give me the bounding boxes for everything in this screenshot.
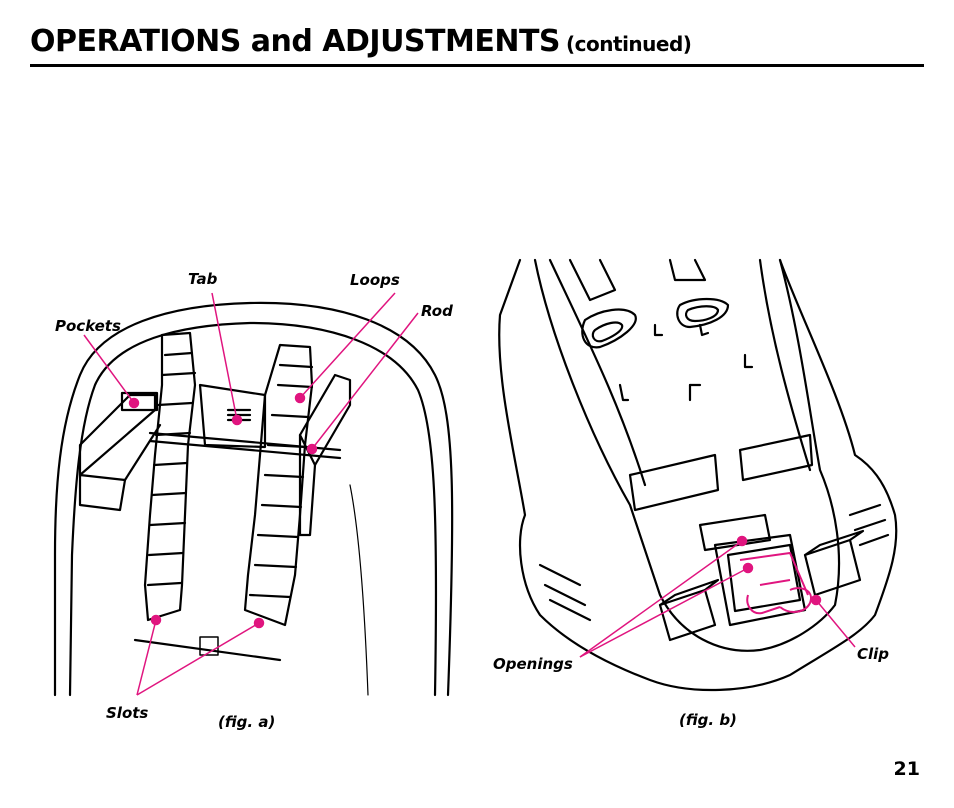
label-clip: Clip	[857, 645, 890, 663]
label-loops: Loops	[350, 271, 400, 289]
label-slots: Slots	[106, 704, 149, 722]
page-number: 21	[893, 758, 920, 780]
label-openings: Openings	[493, 655, 573, 673]
figure-a-drawing	[53, 292, 454, 697]
caption-fig-b: (fig. b)	[679, 711, 737, 729]
label-tab: Tab	[188, 270, 218, 288]
page-title-continued: (continued)	[566, 32, 692, 56]
caption-fig-a: (fig. a)	[218, 713, 276, 731]
page-title: OPERATIONS and ADJUSTMENTS(continued)	[30, 24, 692, 59]
figure-b-drawing	[498, 258, 898, 692]
title-rule	[30, 64, 924, 67]
label-pockets: Pockets	[55, 317, 121, 335]
page-title-text: OPERATIONS and ADJUSTMENTS	[30, 24, 561, 59]
figure-b-illustration	[490, 255, 910, 700]
label-rod: Rod	[421, 302, 453, 320]
figure-a-illustration	[50, 255, 460, 700]
page-header: OPERATIONS and ADJUSTMENTS(continued)	[30, 20, 924, 68]
